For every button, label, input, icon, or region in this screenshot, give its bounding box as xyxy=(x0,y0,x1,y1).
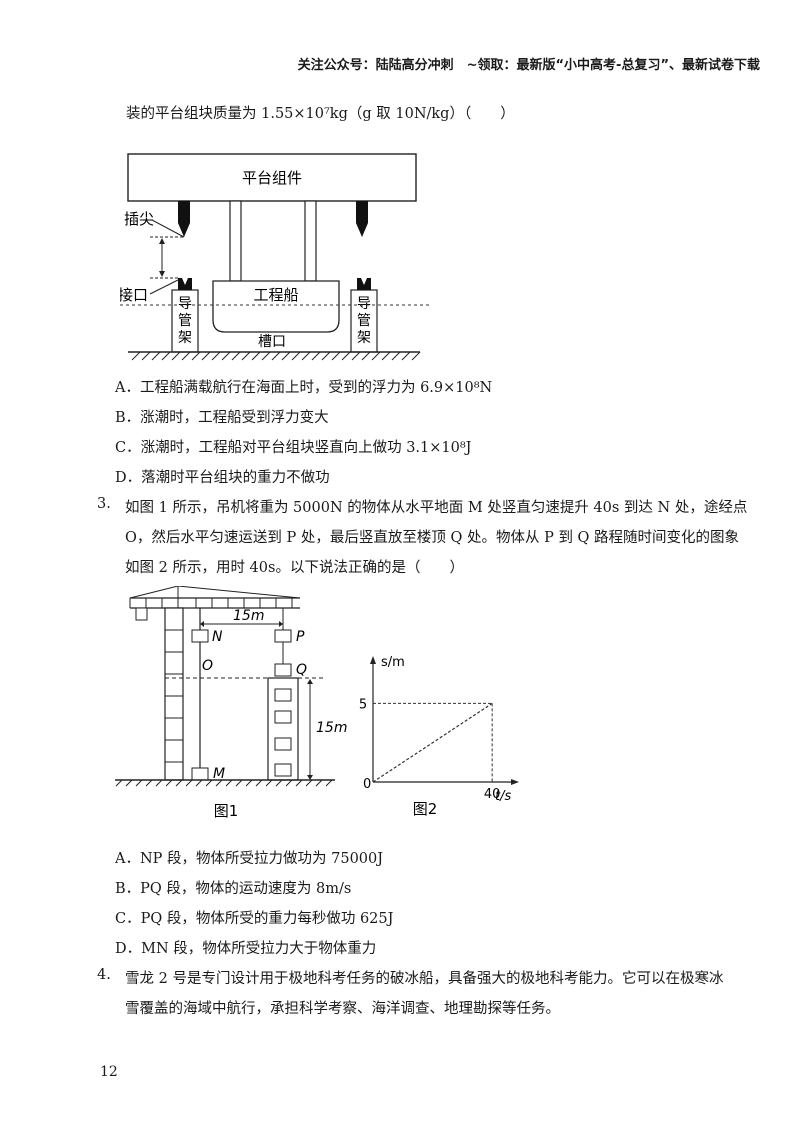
q4-number: 4. xyxy=(97,967,111,983)
x-axis-label: t/s xyxy=(495,789,511,804)
slot-label: 槽口 xyxy=(258,334,286,350)
q4-line-1: 雪龙 2 号是专门设计用于极地科考任务的破冰船，具备强大的极地科考能力。它可以在… xyxy=(125,971,724,987)
q3-line-1: 如图 1 所示，吊机将重为 5000N 的物体从水平地面 M 处竖直匀速提升 4… xyxy=(125,500,748,516)
page-number: 12 xyxy=(100,1064,118,1080)
series-line xyxy=(372,702,493,783)
socket-label: 接口 xyxy=(120,286,148,304)
svg-text:15m: 15m xyxy=(316,720,347,736)
ground-hatch xyxy=(131,351,421,361)
y-tick-label: 5 xyxy=(359,697,367,712)
q3-option-c: C．PQ 段，物体所受的重力每秒做功 625J xyxy=(115,911,394,927)
pillar-right xyxy=(304,200,317,282)
pillar-left xyxy=(229,200,242,282)
figure2-caption: 图2 xyxy=(413,800,438,818)
socket-right xyxy=(357,278,371,290)
svg-text:管: 管 xyxy=(178,313,192,329)
y-axis-label: s/m xyxy=(381,655,405,670)
svg-text:O: O xyxy=(202,658,213,674)
page-header: 关注公众号：陆陆高分冲刺 ~领取：最新版“小中高考-总复习”、最新试卷下载 xyxy=(297,58,760,73)
box-n xyxy=(191,629,209,643)
plug-left xyxy=(178,201,190,223)
s-t-chart: s/m t/s 0 5 40 图2 xyxy=(359,655,519,818)
socket-left xyxy=(178,278,192,290)
q3-number: 3. xyxy=(97,496,111,512)
q3-line-3: 如图 2 所示，用时 40s。以下说法正确的是（ ） xyxy=(125,560,464,576)
q2-option-b: B．涨潮时，工程船受到浮力变大 xyxy=(115,410,329,426)
q3-line-2: O，然后水平匀速运送到 P 处，最后竖直放至楼顶 Q 处。物体从 P 到 Q 路… xyxy=(125,530,740,546)
q2-option-c: C．涨潮时，工程船对平台组块竖直向上做功 3.1×10⁸J xyxy=(115,440,472,456)
svg-text:架: 架 xyxy=(357,330,371,346)
q3-option-a: A．NP 段，物体所受拉力做功为 75000J xyxy=(115,851,384,867)
svg-text:N: N xyxy=(212,629,223,645)
ship-hull xyxy=(212,280,340,333)
q2-option-a: A．工程船满载航行在海面上时，受到的浮力为 6.9×10⁸N xyxy=(115,380,493,396)
svg-text:管: 管 xyxy=(357,313,371,329)
q4-line-2: 雪覆盖的海域中航行，承担科学考察、海洋调查、地理勘探等任务。 xyxy=(125,1001,560,1017)
crane-tower xyxy=(164,607,184,781)
svg-text:导: 导 xyxy=(357,296,371,312)
svg-text:M: M xyxy=(213,766,225,782)
plug-right xyxy=(356,201,368,223)
svg-text:导: 导 xyxy=(178,296,192,312)
question-intro-line: 装的平台组块质量为 1.55×10⁷kg（g 取 10N/kg）（ ） xyxy=(126,106,515,122)
origin-label: 0 xyxy=(363,777,371,792)
box-q xyxy=(274,663,292,677)
box-p xyxy=(274,629,292,643)
box-m xyxy=(191,767,209,781)
svg-text:15m: 15m xyxy=(233,608,264,624)
figure1-caption: 图1 xyxy=(214,802,239,820)
crane-diagram: N 15m P O Q 15m M 图1 xyxy=(115,586,347,820)
x-tick-label: 40 xyxy=(484,787,501,802)
svg-text:P: P xyxy=(296,629,305,645)
platform-box xyxy=(127,153,417,202)
platform-label: 平台组件 xyxy=(242,169,302,187)
ship-label: 工程船 xyxy=(253,286,298,304)
platform-ship-diagram: 平台组件 插尖 接口 导 管 架 导 管 架 工程船 槽口 xyxy=(120,153,430,361)
q3-option-d: D．MN 段，物体所受拉力大于物体重力 xyxy=(115,941,377,957)
q3-option-b: B．PQ 段，物体的运动速度为 8m/s xyxy=(115,881,352,897)
q2-option-d: D．落潮时平台组块的重力不做功 xyxy=(115,470,330,486)
svg-text:架: 架 xyxy=(178,330,192,346)
plug-label: 插尖 xyxy=(124,210,154,228)
svg-text:Q: Q xyxy=(296,662,307,678)
